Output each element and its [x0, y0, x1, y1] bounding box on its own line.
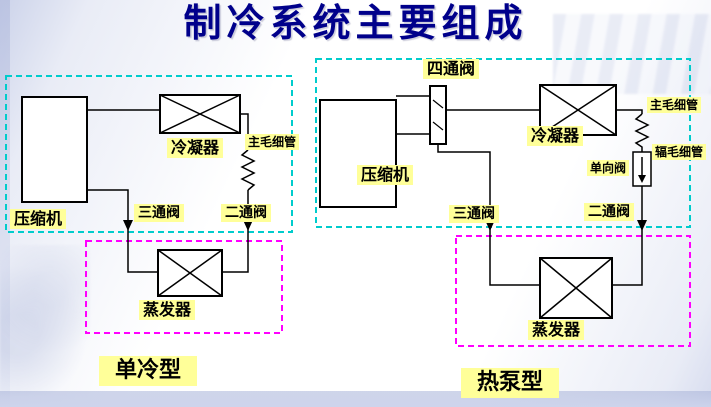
flow-arrows-left: [123, 220, 253, 231]
label-condenser-right: 冷凝器: [527, 126, 584, 146]
label-main-capillary-left: 主毛细管: [245, 134, 300, 150]
compressor-left-symbol: [21, 96, 88, 203]
label-three-way-valve-right: 三通阀: [449, 205, 499, 223]
label-main-capillary-right: 主毛细管: [647, 97, 702, 113]
indoor-unit-left-boundary: [85, 240, 283, 334]
indoor-unit-right-boundary: [455, 235, 691, 347]
compressor-right-symbol: [319, 99, 397, 208]
four-way-valve-symbol: [429, 85, 447, 145]
label-two-way-valve-left: 二通阀: [221, 204, 271, 222]
pipe-lines-right: [396, 95, 643, 286]
label-compressor-left: 压缩机: [10, 209, 67, 229]
outdoor-unit-left-boundary: [5, 75, 293, 233]
condenser-left-symbol: [159, 94, 241, 134]
label-evaporator-right: 蒸发器: [528, 320, 585, 340]
check-valve-symbol: [632, 151, 652, 187]
label-condenser-left: 冷凝器: [167, 138, 224, 158]
main-capillary-left-symbol: [240, 149, 256, 191]
label-aux-capillary: 辐毛细管: [652, 144, 707, 160]
flow-arrows-right: [485, 220, 647, 231]
caption-heat-pump-type: 热泵型: [461, 368, 560, 398]
pipe-lines-left: [87, 109, 249, 273]
main-capillary-right-symbol: [634, 113, 650, 152]
evaporator-left-symbol: [157, 249, 223, 297]
caption-cooling-only-type: 单冷型: [99, 356, 198, 386]
label-three-way-valve-left: 三通阀: [134, 204, 184, 222]
outdoor-unit-right-boundary: [315, 58, 691, 228]
evaporator-right-symbol: [539, 257, 613, 319]
label-compressor-right: 压缩机: [357, 165, 414, 185]
label-evaporator-left: 蒸发器: [139, 300, 196, 320]
slide-title: 制冷系统主要组成: [183, 1, 528, 45]
label-four-way-valve: 四通阀: [423, 59, 480, 79]
label-two-way-valve-right: 二通阀: [584, 203, 634, 221]
label-check-valve: 单向阀: [587, 160, 630, 176]
